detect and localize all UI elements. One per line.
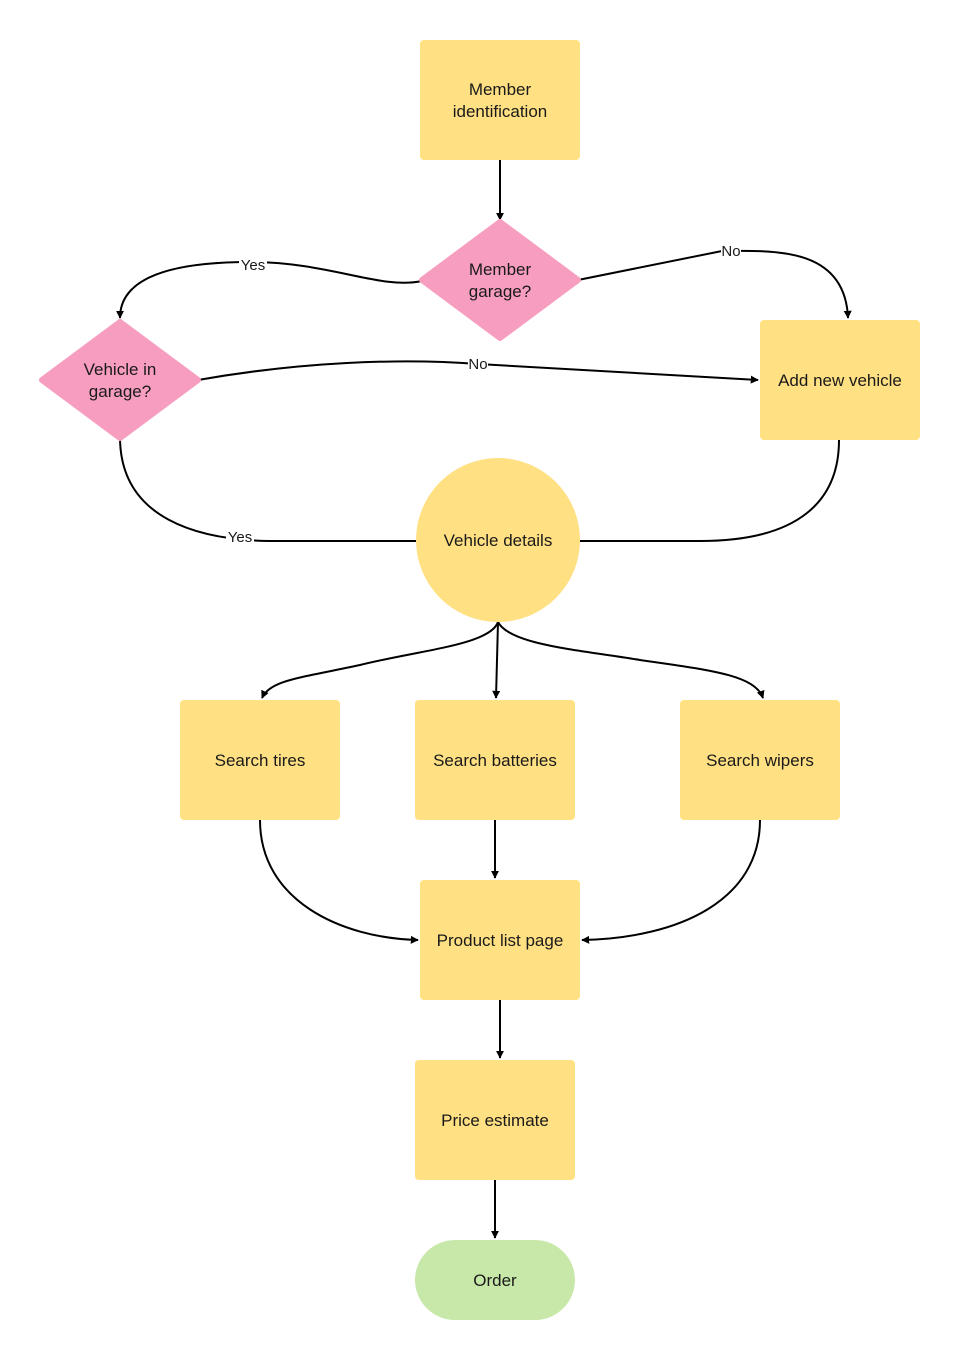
decision-diamond — [39, 319, 201, 441]
node-add-new-vehicle: Add new vehicle — [760, 320, 920, 440]
process-box — [415, 1060, 575, 1180]
node-search-wipers: Search wipers — [680, 700, 840, 820]
edge-add-new-vehicle-to-vehicle-details — [580, 439, 840, 542]
terminal-pill — [415, 1240, 575, 1320]
edge-vehicle-details-to-search-batteries — [492, 621, 501, 699]
decision-diamond — [419, 219, 581, 341]
node-vehicle-details: Vehicle details — [416, 458, 580, 622]
edge-vehicle-in-garage-to-vehicle-details — [119, 436, 416, 542]
node-member-identification: Member identification — [420, 40, 580, 160]
edge-vehicle-in-garage-to-add-new-vehicle — [197, 360, 759, 384]
node-vehicle-in-garage: Vehicle in garage? — [39, 319, 201, 441]
process-box — [420, 880, 580, 1000]
edge-vehicle-details-to-search-tires — [261, 621, 499, 699]
nodes-layer: MemberidentificationMembergarage?Vehicle… — [39, 40, 920, 1320]
node-label-line: Add new vehicle — [778, 371, 902, 390]
node-label-line: Vehicle details — [444, 531, 553, 550]
node-label-line: Search tires — [215, 751, 306, 770]
edge-label-text: No — [721, 243, 740, 260]
process-box — [415, 700, 575, 820]
edge-label-no: No — [721, 242, 741, 260]
process-box — [680, 700, 840, 820]
node-label-line: Price estimate — [441, 1111, 549, 1130]
edge-vehicle-details-to-search-wipers — [497, 621, 765, 699]
edge-member-garage-to-add-new-vehicle — [577, 249, 852, 319]
node-order: Order — [415, 1240, 575, 1320]
node-member-garage: Member garage? — [419, 219, 581, 341]
node-label-line: Member — [469, 80, 532, 99]
node-product-list-page: Product list page — [420, 880, 580, 1000]
node-label-line: identification — [453, 102, 548, 121]
edge-label-text: Yes — [228, 529, 252, 546]
edge-search-tires-to-product-list-page — [259, 819, 419, 944]
process-box — [180, 700, 340, 820]
edge-label-text: No — [468, 356, 487, 373]
node-label-line: garage? — [89, 382, 151, 401]
edge-search-wipers-to-product-list-page — [581, 819, 761, 944]
node-search-batteries: Search batteries — [415, 700, 575, 820]
node-label-line: garage? — [469, 282, 531, 301]
node-label-line: Search wipers — [706, 751, 814, 770]
connector-circle — [416, 458, 580, 622]
node-label-line: Product list page — [437, 931, 564, 950]
node-price-estimate: Price estimate — [415, 1060, 575, 1180]
node-label-line: Order — [473, 1271, 517, 1290]
process-box — [420, 40, 580, 160]
edge-label-yes: Yes — [239, 256, 267, 274]
edge-label-no: No — [468, 355, 488, 373]
node-label-line: Member — [469, 260, 532, 279]
edge-label-yes: Yes — [226, 528, 254, 546]
edge-member-garage-to-vehicle-in-garage — [116, 260, 423, 319]
node-search-tires: Search tires — [180, 700, 340, 820]
edge-label-text: Yes — [241, 257, 265, 274]
node-label-line: Vehicle in — [84, 360, 157, 379]
node-label-line: Search batteries — [433, 751, 557, 770]
process-box — [760, 320, 920, 440]
